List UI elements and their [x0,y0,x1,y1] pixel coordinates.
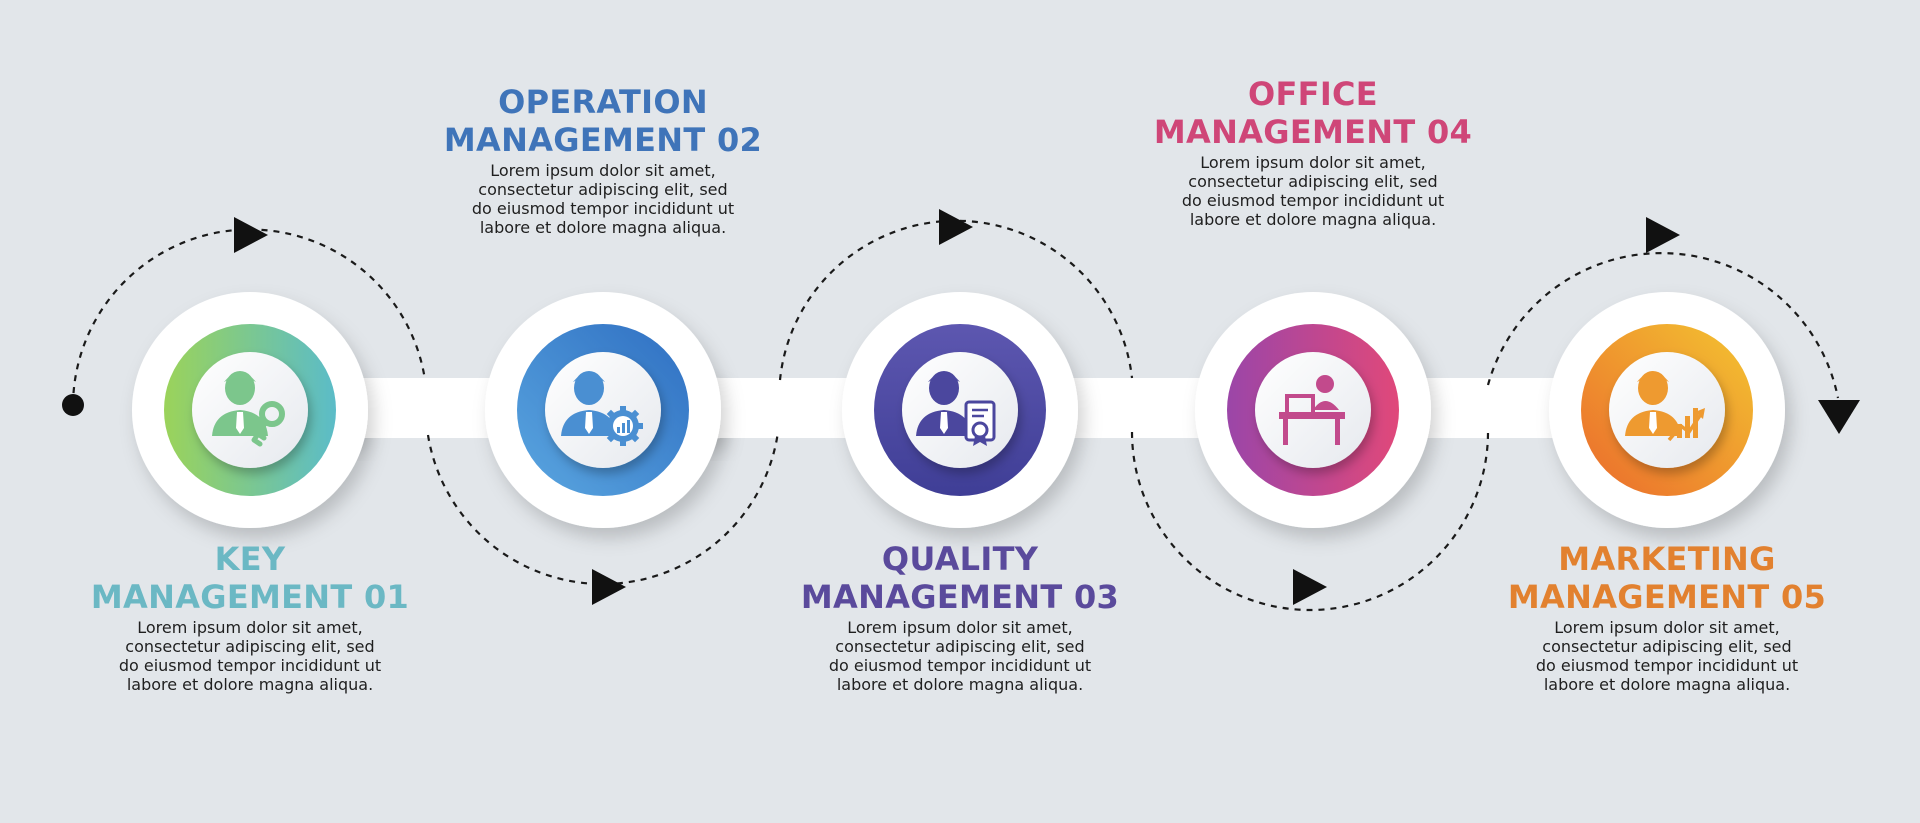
desc-line: labore et dolore magna aliqua. [126,675,374,694]
desc-line: consectetur adipiscing elit, sed [1542,637,1792,656]
step-node-4 [1195,292,1431,528]
desc-line: labore et dolore magna aliqua. [836,675,1084,694]
step-title: MARKETING MANAGEMENT 05 [1457,540,1877,616]
step-title: OFFICE MANAGEMENT 04 [1103,75,1523,151]
step-label-3: QUALITY MANAGEMENT 03 Lorem ipsum dolor … [750,540,1170,694]
arrowhead-icon [592,569,626,605]
desc-line: Lorem ipsum dolor sit amet, [490,161,716,180]
arrowhead-icon [939,209,973,245]
desc-line: do eiusmod tempor incididunt ut [1535,656,1799,675]
step-title-line1: OPERATION [498,83,708,121]
step-node-1 [132,292,368,528]
icon-disc [1609,352,1725,468]
desc-line: do eiusmod tempor incididunt ut [1181,191,1445,210]
desc-line: labore et dolore magna aliqua. [1543,675,1791,694]
desc-line: do eiusmod tempor incididunt ut [118,656,382,675]
step-label-5: MARKETING MANAGEMENT 05 Lorem ipsum dolo… [1457,540,1877,694]
desc-line: consectetur adipiscing elit, sed [478,180,728,199]
desc-line: do eiusmod tempor incididunt ut [828,656,1092,675]
step-title-line2: MANAGEMENT 01 [90,578,410,616]
desc-line: consectetur adipiscing elit, sed [835,637,1085,656]
desc-line: labore et dolore magna aliqua. [479,218,727,237]
step-title: OPERATION MANAGEMENT 02 [393,83,813,159]
icon-disc [192,352,308,468]
step-title-line1: MARKETING [1558,540,1776,578]
desc-line: Lorem ipsum dolor sit amet, [1200,153,1426,172]
step-description: Lorem ipsum dolor sit amet, consectetur … [1457,618,1877,694]
person-certificate-icon [916,371,996,446]
step-label-2: OPERATION MANAGEMENT 02 Lorem ipsum dolo… [393,83,813,237]
step-node-3 [842,292,1078,528]
desc-line: Lorem ipsum dolor sit amet, [137,618,363,637]
start-dot [62,394,84,416]
step-title: KEY MANAGEMENT 01 [40,540,460,616]
step-title-line2: MANAGEMENT 04 [1153,113,1473,151]
person-key-icon [212,371,285,447]
step-label-4: OFFICE MANAGEMENT 04 Lorem ipsum dolor s… [1103,75,1523,229]
desc-line: do eiusmod tempor incididunt ut [471,199,735,218]
step-title-line1: QUALITY [881,540,1039,578]
step-description: Lorem ipsum dolor sit amet, consectetur … [750,618,1170,694]
dashed-arc [426,431,780,586]
person-gear-chart-icon [561,371,643,446]
desc-line: consectetur adipiscing elit, sed [1188,172,1438,191]
desc-line: consectetur adipiscing elit, sed [125,637,375,656]
step-title: QUALITY MANAGEMENT 03 [750,540,1170,616]
person-desk-icon [1279,375,1345,445]
desc-line: labore et dolore magna aliqua. [1189,210,1437,229]
desc-line: Lorem ipsum dolor sit amet, [847,618,1073,637]
step-description: Lorem ipsum dolor sit amet, consectetur … [40,618,460,694]
step-description: Lorem ipsum dolor sit amet, consectetur … [1103,153,1523,229]
step-node-2 [485,292,721,528]
step-node-5 [1549,292,1785,528]
dashed-arc [1130,431,1490,612]
arrowhead-icon [1818,400,1860,434]
step-title-line2: MANAGEMENT 03 [800,578,1120,616]
step-title-line2: MANAGEMENT 05 [1507,578,1827,616]
icon-disc [902,352,1018,468]
step-title-line1: KEY [214,540,286,578]
icon-disc [545,352,661,468]
step-label-1: KEY MANAGEMENT 01 Lorem ipsum dolor sit … [40,540,460,694]
step-title-line1: OFFICE [1248,75,1378,113]
desc-line: Lorem ipsum dolor sit amet, [1554,618,1780,637]
step-description: Lorem ipsum dolor sit amet, consectetur … [393,161,813,237]
dashed-arc [71,228,427,406]
dashed-arc [1486,252,1840,399]
person-growth-chart-icon [1625,371,1705,442]
arrowhead-icon [234,217,268,253]
arrowhead-icon [1646,217,1680,253]
step-title-line2: MANAGEMENT 02 [443,121,763,159]
arrowhead-icon [1293,569,1327,605]
